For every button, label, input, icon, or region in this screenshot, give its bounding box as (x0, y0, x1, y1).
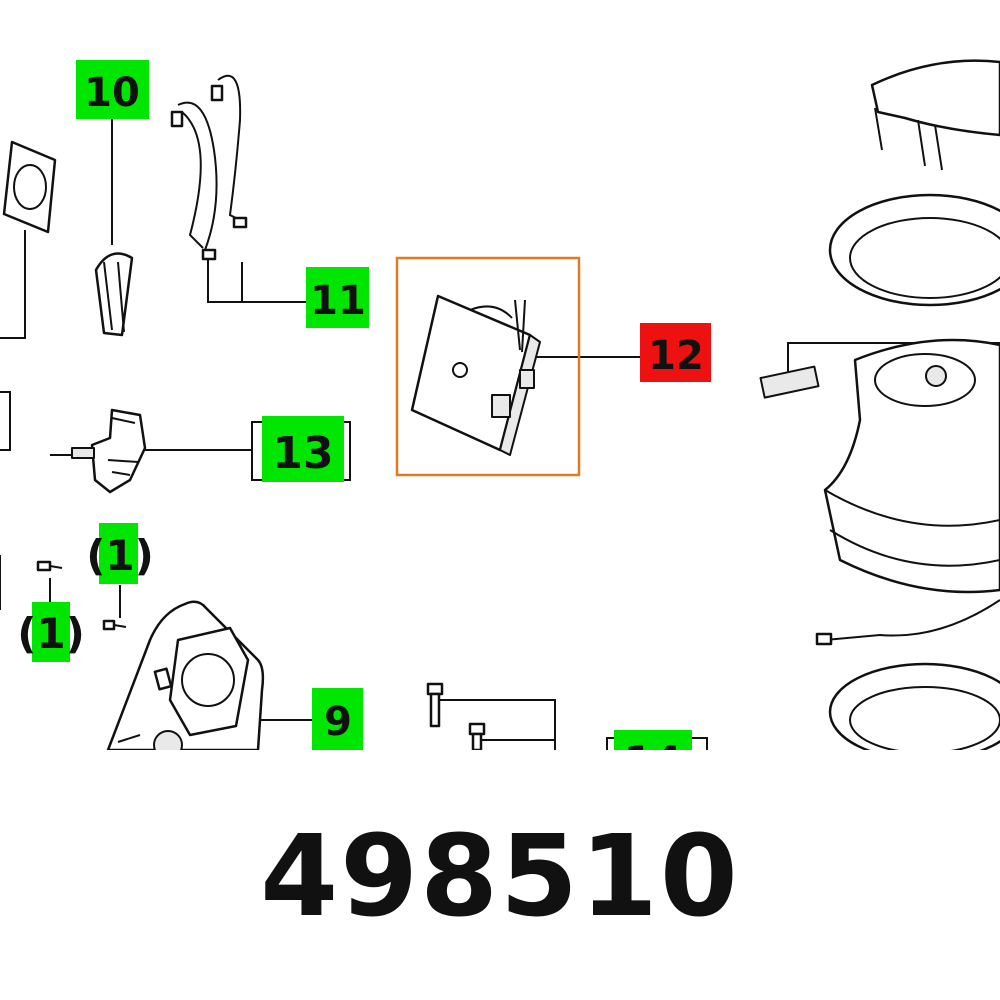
clip-part (94, 252, 134, 337)
highlight-frame (395, 256, 581, 477)
svg-text:10: 10 (84, 70, 140, 116)
svg-text:13: 13 (272, 428, 333, 479)
callout-label-13: 13 (251, 416, 351, 482)
cover-plate-part (106, 600, 265, 760)
svg-text:14: 14 (624, 737, 682, 786)
switch-unit-part (71, 408, 147, 494)
screws-part (36, 560, 486, 752)
callout-label-14-partial: 14 (614, 730, 692, 786)
svg-text:(1): (1) (86, 531, 154, 580)
callout-label-1-upper: (1) (86, 523, 154, 584)
callout-label-10: 10 (76, 60, 149, 119)
gasket-plate-part (2, 140, 57, 234)
svg-text:9: 9 (324, 699, 352, 745)
svg-text:11: 11 (310, 278, 366, 324)
callout-label-12: 12 (640, 323, 711, 382)
svg-text:(1): (1) (17, 609, 85, 658)
svg-text:12: 12 (648, 333, 704, 379)
part-number: 498510 (260, 812, 740, 942)
motor-assembly-part (759, 59, 1000, 762)
control-board-part (395, 256, 581, 477)
callout-label-11: 11 (306, 267, 369, 328)
callout-label-9: 9 (312, 688, 363, 750)
callout-label-1-lower: (1) (17, 602, 85, 662)
cable-harness-part (170, 74, 248, 261)
